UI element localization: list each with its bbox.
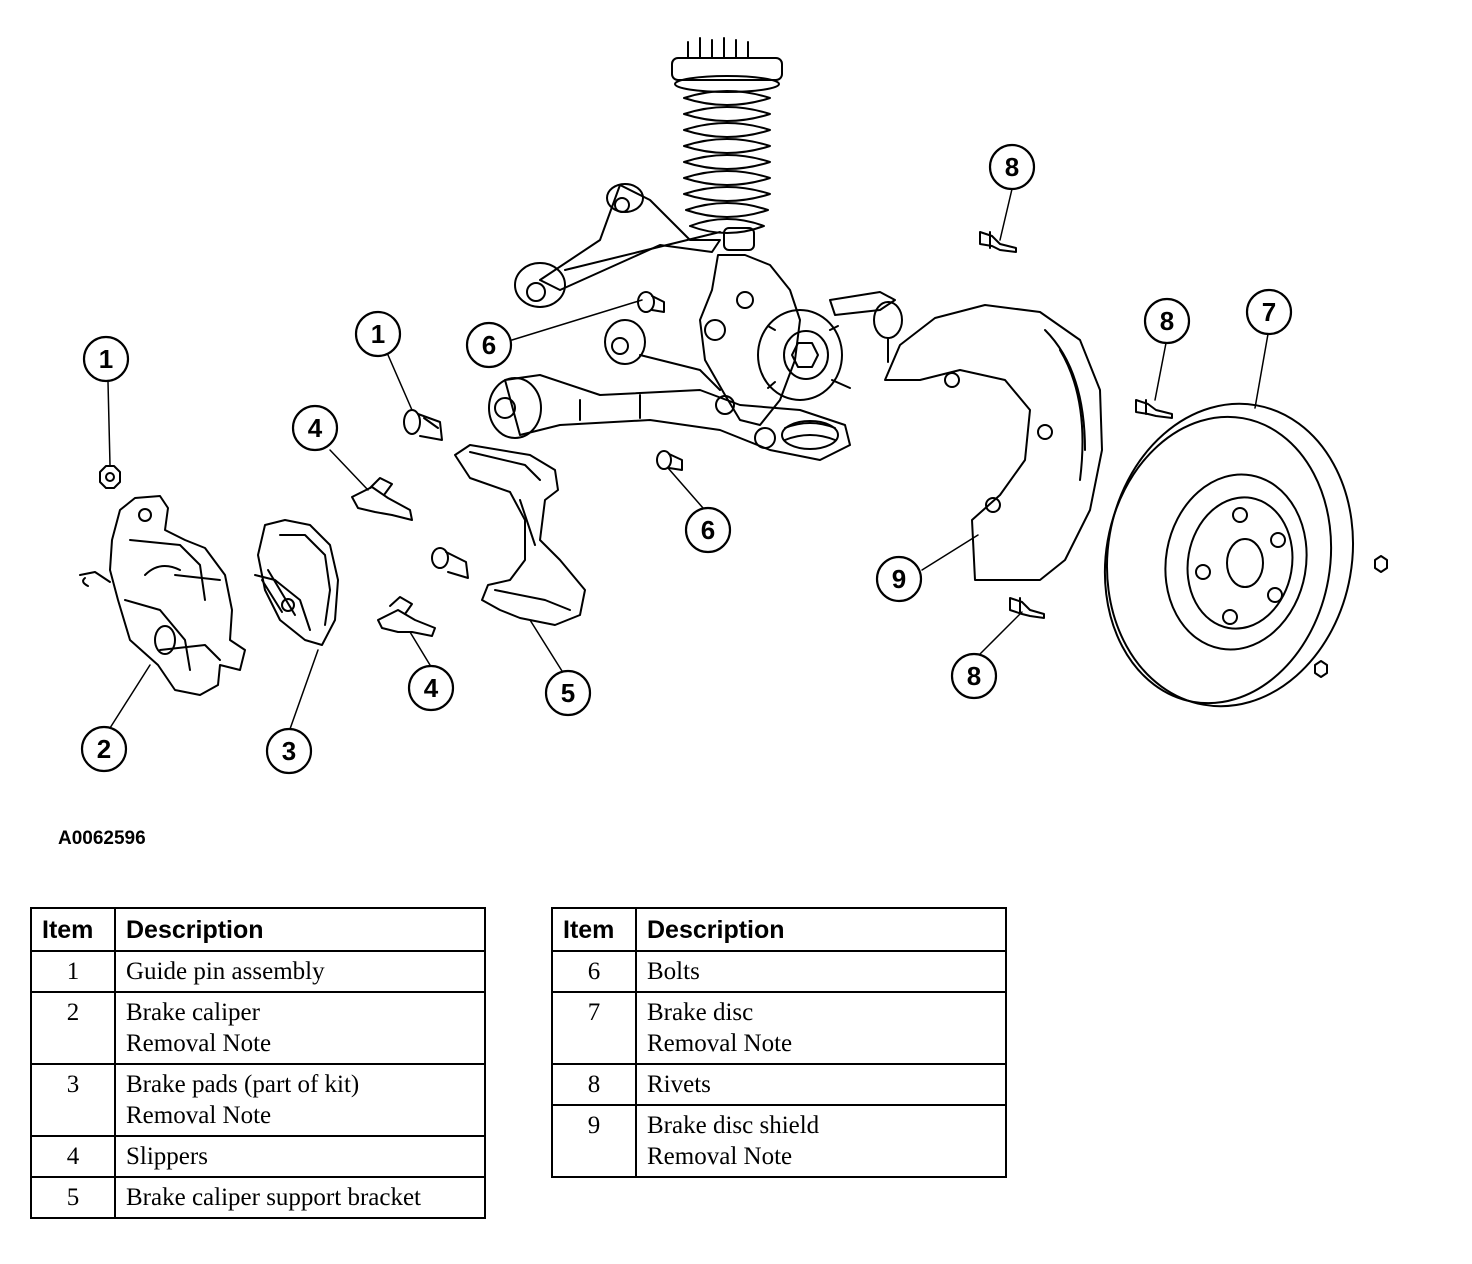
svg-text:1: 1 xyxy=(371,319,385,349)
callout-6-lower: 6 xyxy=(684,506,732,554)
callout-3: 3 xyxy=(265,727,313,775)
svg-text:6: 6 xyxy=(482,330,496,360)
table-row: 8 Rivets xyxy=(551,1063,1007,1106)
callout-4-upper: 4 xyxy=(291,404,339,452)
item-number: 8 xyxy=(551,1063,637,1106)
callout-6-upper: 6 xyxy=(465,321,513,369)
item-description: Brake caliper support bracket xyxy=(114,1176,486,1219)
description-line: Brake caliper xyxy=(126,999,260,1026)
svg-text:4: 4 xyxy=(308,413,323,443)
svg-text:8: 8 xyxy=(967,661,981,691)
item-number: 2 xyxy=(30,991,116,1065)
item-number: 1 xyxy=(30,950,116,993)
description-column-header: Description xyxy=(635,907,1007,952)
callout-5: 5 xyxy=(544,669,592,717)
suspension-assembly xyxy=(488,37,903,461)
removal-note-link[interactable]: Removal Note xyxy=(647,1030,793,1057)
callout-4-lower: 4 xyxy=(407,664,455,712)
brake-caliper-part xyxy=(79,495,246,696)
removal-note-link[interactable]: Removal Note xyxy=(126,1102,272,1129)
callout-9: 9 xyxy=(875,555,923,603)
svg-text:4: 4 xyxy=(424,673,439,703)
callout-8-top: 8 xyxy=(988,143,1036,191)
description-column-header: Description xyxy=(114,907,486,952)
description-line: Brake disc shield xyxy=(647,1112,820,1139)
callout-2: 2 xyxy=(80,725,128,773)
item-number: 9 xyxy=(551,1104,637,1178)
guide-pin-left-part xyxy=(99,465,121,489)
table-row: 1 Guide pin assembly xyxy=(30,950,486,993)
description-line: Guide pin assembly xyxy=(126,958,325,985)
rivet-lower-part xyxy=(1009,597,1045,619)
table-header-row: Item Description xyxy=(551,907,1007,952)
table-row: 5 Brake caliper support bracket xyxy=(30,1176,486,1219)
item-column-header: Item xyxy=(30,907,116,952)
bolt-lower-part xyxy=(656,450,683,471)
callout-1-upper: 1 xyxy=(354,310,402,358)
item-number: 4 xyxy=(30,1135,116,1178)
item-description: Guide pin assembly xyxy=(114,950,486,993)
callout-7: 7 xyxy=(1245,288,1293,336)
item-description: Bolts xyxy=(635,950,1007,993)
svg-text:1: 1 xyxy=(99,344,113,374)
callout-8-lower: 8 xyxy=(950,652,998,700)
slipper-lower-part xyxy=(377,596,436,637)
item-description: Brake pads (part of kit) Removal Note xyxy=(114,1063,486,1137)
item-column-header: Item xyxy=(551,907,637,952)
svg-text:3: 3 xyxy=(282,736,296,766)
caliper-bracket-part xyxy=(454,444,586,626)
callout-1-left: 1 xyxy=(82,335,130,383)
leader-lines xyxy=(107,188,1269,730)
description-line: Slippers xyxy=(126,1143,208,1170)
brake-disc-part xyxy=(1103,402,1388,708)
item-number: 5 xyxy=(30,1176,116,1219)
item-number: 6 xyxy=(551,950,637,993)
description-line: Brake pads (part of kit) xyxy=(126,1071,360,1098)
bolt-upper-part xyxy=(637,291,665,313)
disc-shield-part xyxy=(884,304,1103,581)
removal-note-link[interactable]: Removal Note xyxy=(647,1143,793,1170)
brake-pads-part xyxy=(254,519,339,646)
guide-pin-bolt-part xyxy=(431,547,469,579)
description-line: Rivets xyxy=(647,1071,711,1098)
svg-text:8: 8 xyxy=(1005,152,1019,182)
callout-8-mid: 8 xyxy=(1143,297,1191,345)
item-number: 7 xyxy=(551,991,637,1065)
table-header-row: Item Description xyxy=(30,907,486,952)
rivet-upper-part xyxy=(979,231,1017,253)
item-description: Rivets xyxy=(635,1063,1007,1106)
figure-id: A0062596 xyxy=(58,828,146,849)
description-line: Brake caliper support bracket xyxy=(126,1184,422,1211)
svg-text:2: 2 xyxy=(97,734,111,764)
table-row: 6 Bolts xyxy=(551,950,1007,993)
svg-text:5: 5 xyxy=(561,678,575,708)
svg-text:9: 9 xyxy=(892,564,906,594)
guide-pin-upper-part xyxy=(403,409,443,441)
slipper-upper-part xyxy=(351,477,413,521)
description-line: Brake disc xyxy=(647,999,754,1026)
table-row: 3 Brake pads (part of kit) Removal Note xyxy=(30,1063,486,1137)
item-description: Slippers xyxy=(114,1135,486,1178)
item-number: 3 xyxy=(30,1063,116,1137)
removal-note-link[interactable]: Removal Note xyxy=(126,1030,272,1057)
svg-text:6: 6 xyxy=(701,515,715,545)
exploded-brake-diagram: 1 2 3 4 4 5 6 6 7 8 8 8 9 1 xyxy=(79,37,1388,775)
parts-table-left: Item Description 1 Guide pin assembly 2 … xyxy=(30,907,486,1219)
table-row: 4 Slippers xyxy=(30,1135,486,1178)
svg-text:7: 7 xyxy=(1262,297,1276,327)
svg-text:8: 8 xyxy=(1160,306,1174,336)
description-line: Bolts xyxy=(647,958,700,985)
rivet-mid-part xyxy=(1135,399,1173,419)
callouts: 1 2 3 4 4 5 6 6 7 8 8 8 9 1 xyxy=(80,143,1293,775)
